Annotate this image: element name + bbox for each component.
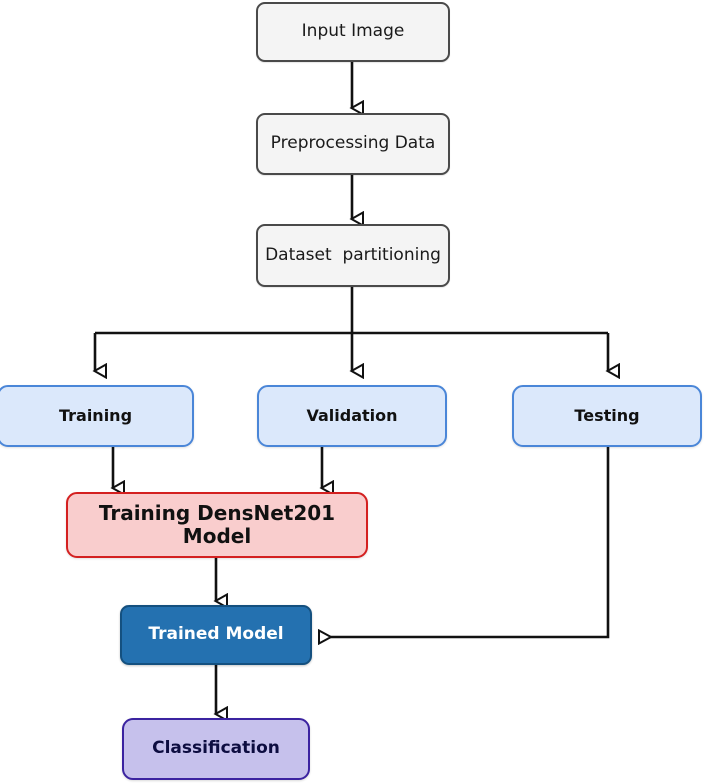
node-testing-label: Testing [574, 405, 640, 425]
node-training-densnet201-model[interactable]: Training DensNet201 Model [66, 492, 368, 558]
node-classification-label: Classification [152, 738, 280, 759]
node-dataset-partitioning[interactable]: Dataset partitioning [256, 224, 450, 287]
node-testing[interactable]: Testing [512, 385, 702, 447]
node-input-image[interactable]: Input Image [256, 2, 450, 62]
node-trained-model-label: Trained Model [148, 624, 284, 645]
node-training-label: Training [58, 405, 133, 425]
node-validation-label: Validation [306, 405, 398, 425]
node-dataset-partitioning-label: Dataset partitioning [265, 244, 441, 265]
node-preprocessing-data[interactable]: Preprocessing Data [256, 113, 450, 175]
node-trained-model[interactable]: Trained Model [120, 605, 312, 665]
node-validation[interactable]: Validation [257, 385, 447, 447]
node-input-image-label: Input Image [301, 21, 405, 42]
node-training-model-line1: Training DensNet201 [98, 501, 336, 525]
node-training-model-line2: Model [182, 524, 252, 548]
node-classification[interactable]: Classification [122, 718, 310, 780]
node-training[interactable]: Training [0, 385, 194, 447]
node-preprocessing-data-label: Preprocessing Data [270, 133, 436, 154]
node-training-densnet201-model-label: Training DensNet201 Model [68, 502, 366, 548]
